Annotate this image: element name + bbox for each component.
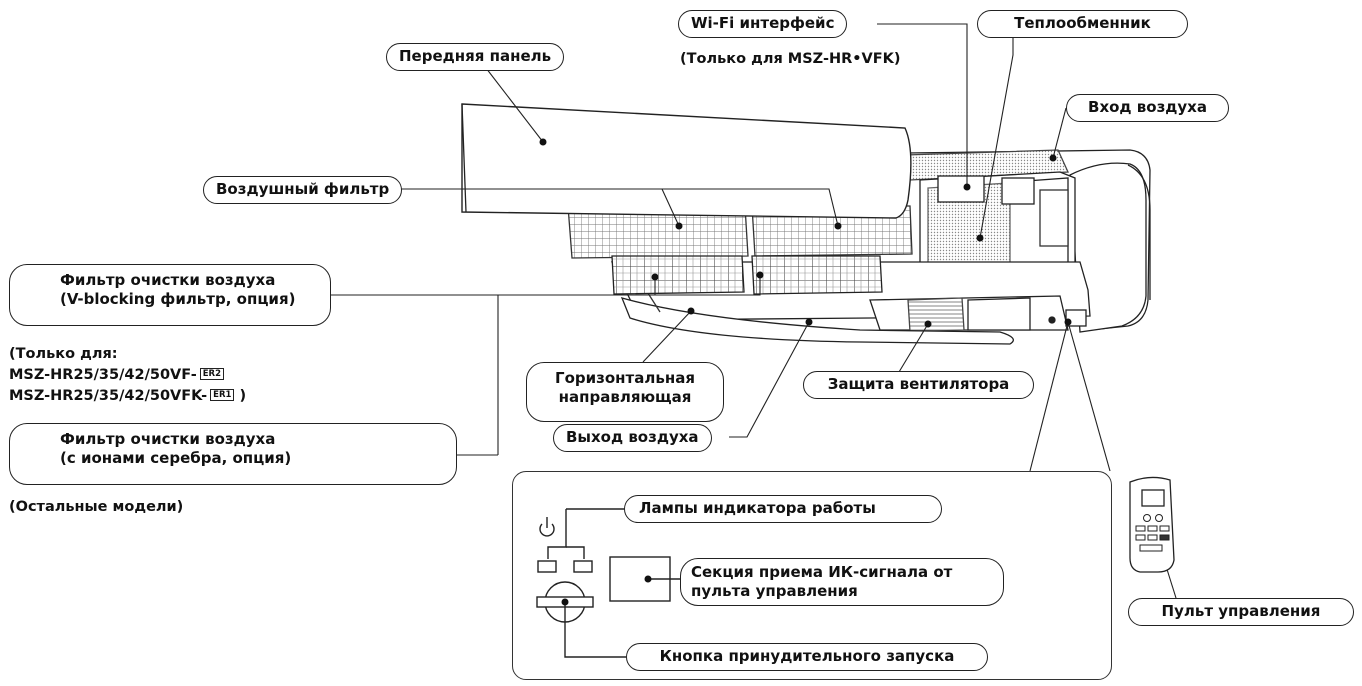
callout-purifying-filter-vblocking: Фильтр очистки воздуха (V-blocking фильт… bbox=[9, 264, 331, 326]
callout-purifying-filter-silver-line2: (с ионами серебра, опция) bbox=[60, 449, 292, 467]
callout-ir-receiver-line2: пульта управления bbox=[691, 582, 858, 600]
callout-purifying-filter-vblocking-line2: (V-blocking фильтр, опция) bbox=[60, 290, 296, 308]
note-models-vfk: MSZ-HR25/35/42/50VFK-ER1 ) bbox=[9, 388, 247, 404]
callout-remote-control: Пульт управления bbox=[1128, 598, 1354, 626]
callout-ir-receiver: Секция приема ИК-сигнала от пульта управ… bbox=[680, 558, 1004, 606]
callout-wifi-interface: Wi-Fi интерфейс bbox=[678, 10, 848, 38]
leader-lines bbox=[330, 23, 1177, 613]
model-tag-er2: ER2 bbox=[199, 368, 225, 380]
callout-ir-receiver-line1: Секция приема ИК-сигнала от bbox=[691, 563, 953, 581]
callout-front-panel: Передняя панель bbox=[386, 43, 565, 71]
indoor-unit bbox=[461, 103, 1151, 345]
power-icon bbox=[539, 517, 555, 537]
indicator-detail-panel bbox=[512, 471, 1112, 680]
callout-purifying-filter-vblocking-line1: Фильтр очистки воздуха bbox=[60, 271, 276, 289]
note-models-vf: MSZ-HR25/35/42/50VF-ER2 bbox=[9, 365, 246, 386]
callout-operation-lamps: Лампы индикатора работы bbox=[624, 495, 942, 523]
model-tag-er1: ER1 bbox=[210, 389, 235, 401]
callout-purifying-filter-silver-line1: Фильтр очистки воздуха bbox=[60, 430, 276, 448]
callout-horizontal-vane-line2: направляющая bbox=[558, 388, 692, 406]
callout-air-outlet: Выход воздуха bbox=[553, 424, 712, 452]
note-models: (Только для: MSZ-HR25/35/42/50VF-ER2 MSZ… bbox=[9, 344, 246, 407]
callout-air-inlet: Вход воздуха bbox=[1066, 94, 1229, 122]
remote-control-icon bbox=[1129, 476, 1175, 573]
leader-dots bbox=[539, 138, 1072, 328]
callout-horizontal-vane: Горизонтальная направляющая bbox=[526, 362, 724, 422]
note-only-for: (Только для: bbox=[9, 346, 118, 362]
callout-horizontal-vane-line1: Горизонтальная bbox=[555, 369, 695, 387]
detail-symbols bbox=[536, 508, 680, 658]
callout-purifying-filter-silver: Фильтр очистки воздуха (с ионами серебра… bbox=[9, 423, 457, 485]
note-other-models: (Остальные модели) bbox=[9, 499, 184, 515]
callout-fan-guard: Защита вентилятора bbox=[803, 371, 1034, 399]
operation-lamp-icon bbox=[537, 560, 593, 573]
callout-emergency-button: Кнопка принудительного запуска bbox=[626, 643, 988, 671]
callout-heat-exchanger: Теплообменник bbox=[977, 10, 1188, 38]
note-wifi-only: (Только для MSZ-HR•VFK) bbox=[680, 51, 901, 67]
callout-air-filter: Воздушный фильтр bbox=[203, 176, 403, 204]
